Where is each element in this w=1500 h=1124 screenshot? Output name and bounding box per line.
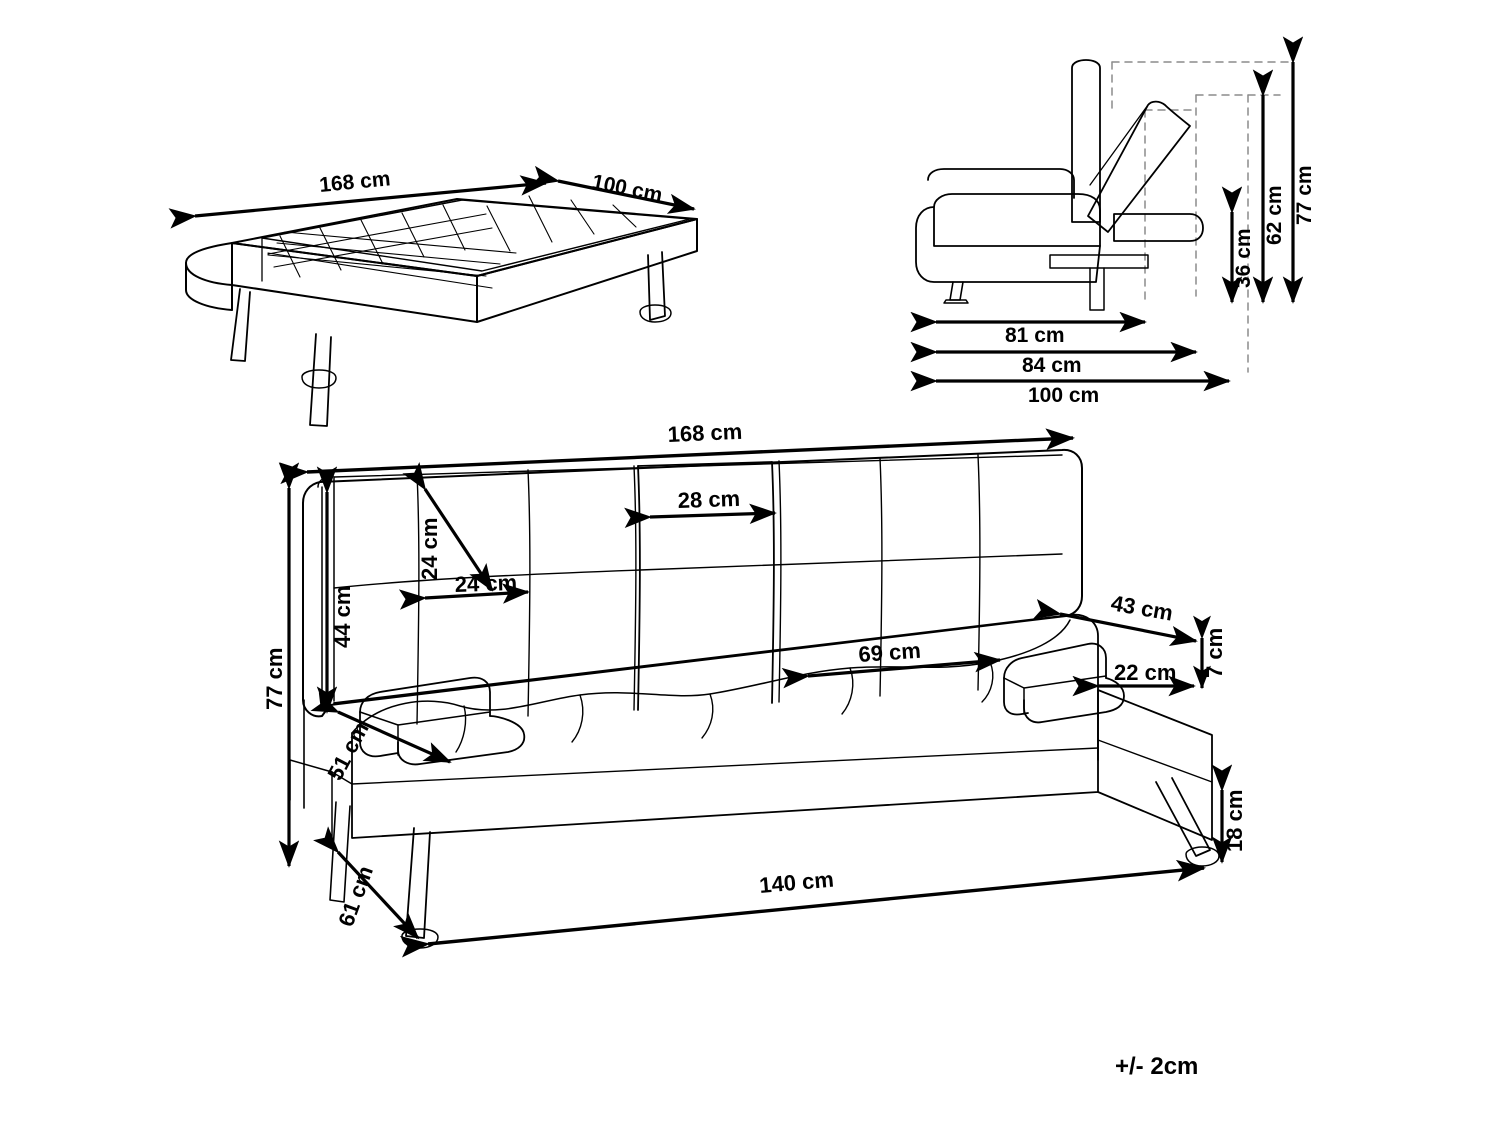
dim-label-main-24-vertical: 24 cm [417, 518, 442, 580]
dim-label-side-62: 62 cm [1263, 185, 1286, 245]
dim-label-main-18: 18 cm [1222, 790, 1247, 852]
dim-line-main-69 [781, 651, 1002, 689]
dim-label-side-77: 77 cm [1293, 165, 1316, 225]
dim-label-main-168: 168 cm [667, 419, 743, 447]
dim-label-side-81: 81 cm [1005, 324, 1065, 347]
dim-line-main-51 [310, 692, 452, 764]
side-view-dimensions: 81 cm 84 cm 100 cm 36 cm 62 cm 77 cm [910, 36, 1316, 407]
dim-label-main-69: 69 cm [858, 638, 922, 667]
main-view-dimensions: 168 cm 77 cm 44 cm 24 cm 24 cm 28 cm 69 … [262, 419, 1247, 958]
dim-label-side-100: 100 cm [1028, 384, 1099, 407]
dim-label-main-7: 7 cm [1202, 628, 1227, 678]
dim-label-main-24-horizontal: 24 cm [454, 570, 517, 597]
dim-label-main-77: 77 cm [262, 648, 287, 710]
dim-label-side-36: 36 cm [1232, 228, 1255, 288]
dim-line-main-43 [1032, 598, 1198, 647]
dim-label-main-44: 44 cm [330, 586, 355, 648]
dim-line-main-24-vertical [402, 462, 494, 592]
dim-line-main-28 [624, 503, 777, 529]
dim-label-main-28: 28 cm [677, 486, 740, 513]
dim-label-side-84: 84 cm [1022, 354, 1082, 377]
dim-line-bed-length [168, 175, 548, 229]
dim-line-main-140 [399, 859, 1207, 958]
side-view-illustration [915, 59, 1293, 373]
dim-line-bed-depth [530, 165, 696, 214]
bed-view-dimensions: 168 cm 100 cm [168, 165, 696, 229]
tolerance-note: +/- 2cm [1115, 1053, 1198, 1080]
dim-line-main-24-horizontal [398, 583, 530, 610]
dim-label-main-22: 22 cm [1114, 660, 1176, 685]
